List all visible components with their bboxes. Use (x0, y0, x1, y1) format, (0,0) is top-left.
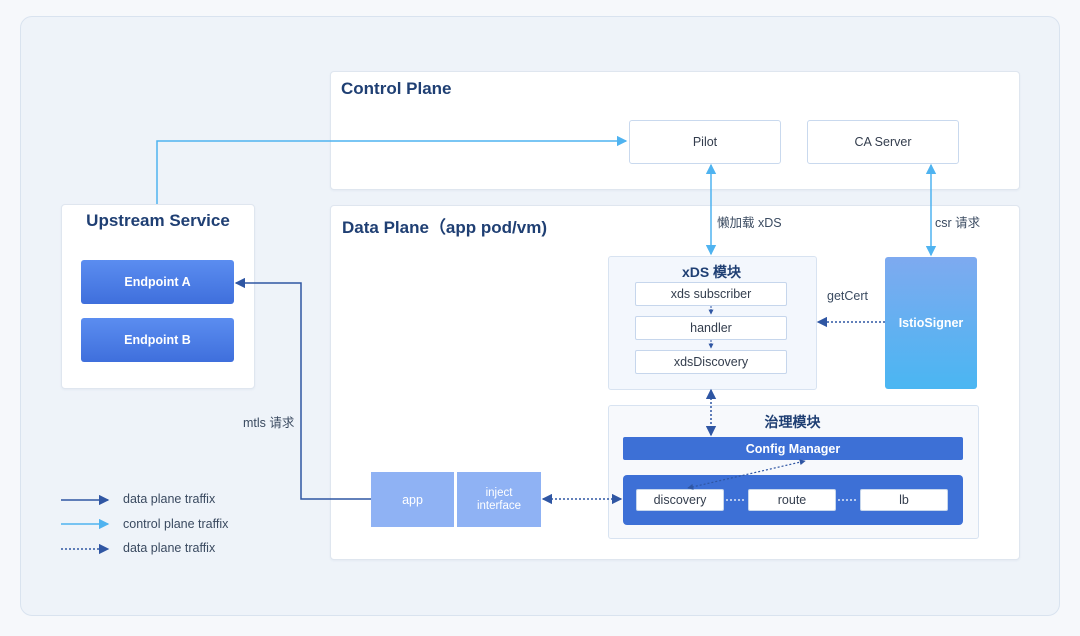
get-cert-label: getCert (827, 289, 868, 303)
csr-label: csr 请求 (935, 216, 981, 230)
legend-label-1: control plane traffix (123, 517, 229, 531)
mtls-label: mtls 请求 (243, 416, 295, 430)
handler-box: handler (635, 316, 787, 340)
upstream-service-panel: Upstream Service Endpoint A Endpoint B (61, 204, 255, 389)
ca-server-box: CA Server (807, 120, 959, 164)
endpoint-b-box: Endpoint B (81, 318, 234, 362)
app-box: app (371, 472, 454, 527)
governance-module-title: 治理模块 (764, 414, 821, 430)
xds-module-title: xDS 模块 (681, 264, 742, 280)
upstream-service-title: Upstream Service (86, 211, 230, 230)
istio-signer-box: IstioSigner (885, 257, 977, 389)
lb-box: lb (860, 489, 948, 511)
legend-label-0: data plane traffix (123, 492, 216, 506)
discovery-box: discovery (636, 489, 724, 511)
control-plane-panel: Control Plane Pilot CA Server (330, 71, 1020, 190)
endpoint-a-box: Endpoint A (81, 260, 234, 304)
route-box: route (748, 489, 836, 511)
control-plane-title: Control Plane (341, 79, 452, 98)
xds-subscriber-box: xds subscriber (635, 282, 787, 306)
inject-interface-box: inject interface (457, 472, 541, 527)
legend-label-2: data plane traffix (123, 541, 216, 555)
data-plane-title: Data Plane（app pod/vm) (342, 218, 547, 237)
lazy-xds-label: 懒加载 xDS (717, 216, 782, 230)
config-manager-bar: Config Manager (623, 437, 963, 460)
pilot-box: Pilot (629, 120, 781, 164)
xds-discovery-box: xdsDiscovery (635, 350, 787, 374)
